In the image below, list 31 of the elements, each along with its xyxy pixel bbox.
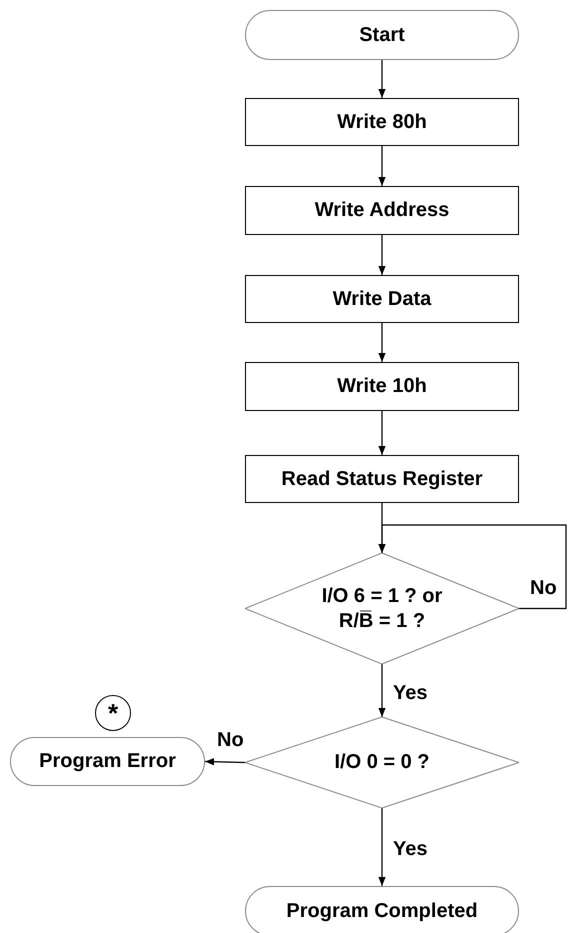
terminal-box: [245, 10, 519, 60]
terminal-text: Program Error: [39, 749, 176, 774]
process-box: [245, 455, 519, 503]
circle-text: *: [108, 696, 118, 730]
process-text: Write Address: [314, 198, 450, 223]
process-box: [245, 362, 519, 411]
arrow: [378, 524, 567, 610]
decision-text: I/O 6 = 1 ? or R/B̅ = 1 ?: [320, 584, 444, 634]
terminal-text: Start: [359, 22, 405, 48]
terminal-box: [10, 737, 205, 786]
process-text: Read Status Register: [281, 466, 483, 492]
arrow: [378, 323, 386, 362]
arrow: [378, 808, 386, 886]
arrow: [378, 235, 386, 275]
terminal-text: Program Completed: [286, 898, 478, 924]
arrow: [378, 60, 386, 98]
process-text: Write 10h: [337, 374, 427, 399]
process-box: [245, 186, 519, 235]
circle-marker: [95, 695, 131, 731]
decision-text: I/O 0 = 0 ?: [334, 750, 430, 775]
arrow: [378, 411, 386, 455]
arrow: [378, 664, 386, 717]
arrow: [204, 758, 246, 766]
process-box: [245, 275, 519, 323]
arrow: [378, 146, 386, 186]
decision-diamond: [245, 717, 519, 808]
terminal-box: [245, 886, 519, 933]
decision-diamond: [245, 553, 519, 664]
process-box: [245, 98, 519, 146]
process-text: Write Data: [332, 286, 432, 312]
process-text: Write 80h: [337, 110, 427, 134]
